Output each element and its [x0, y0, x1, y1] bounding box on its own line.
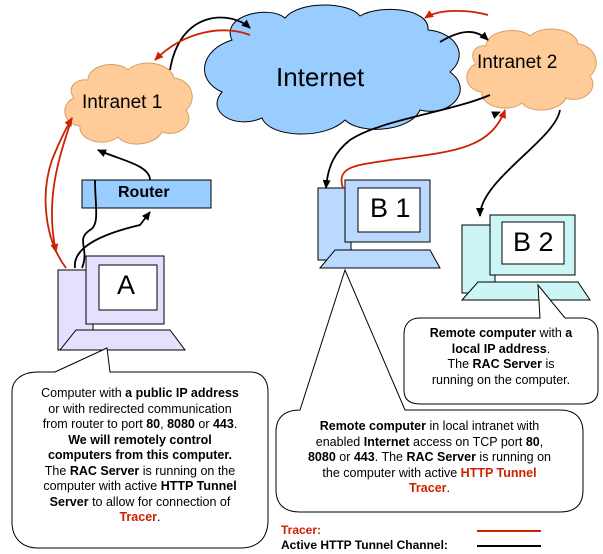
router-label: Router [118, 184, 170, 201]
callout-a-text: Computer with a public IP address or wit… [41, 386, 239, 524]
computer-b2 [460, 214, 591, 301]
computer-b1 [317, 179, 441, 269]
legend-tunnel-label: Active HTTP Tunnel Channel: [281, 538, 448, 552]
tracer-channels [44, 10, 506, 269]
callout-b1-text: Remote computer in local intranet with e… [307, 419, 551, 495]
callout-b2-bubble [403, 283, 599, 405]
computer-a-label: A [117, 270, 136, 300]
internet-label: Internet [276, 62, 365, 92]
intranet1-cloud [64, 62, 193, 145]
router-box [81, 179, 212, 209]
intranet2-cloud [466, 28, 597, 111]
callout-b1-bubble [275, 268, 584, 513]
callout-b2-text: Remote computer with a local IP address.… [429, 326, 573, 387]
internet-cloud [204, 4, 461, 135]
callout-a-bubble [11, 347, 269, 549]
intranet1-label: Intranet 1 [82, 92, 163, 113]
intranet2-label: Intranet 2 [477, 52, 558, 73]
legend-tracer-label: Tracer: [281, 523, 322, 537]
computer-b2-label: B 2 [513, 227, 554, 257]
tunnel-channel-b1 [322, 94, 491, 189]
tunnel-channels [74, 16, 561, 269]
computer-a [57, 255, 186, 351]
computer-b1-label: B 1 [370, 193, 411, 223]
